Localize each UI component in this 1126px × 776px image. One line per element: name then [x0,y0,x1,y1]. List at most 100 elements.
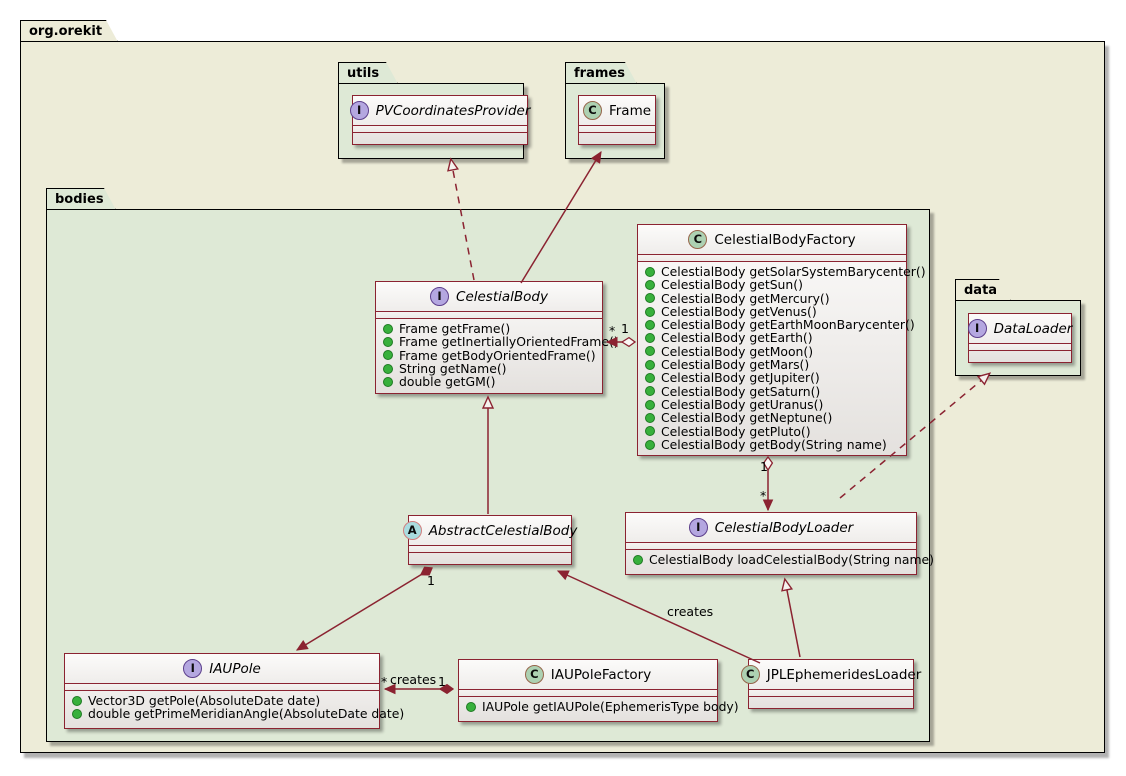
class-separator [459,690,717,697]
class-members-abstractcelestialbody [409,553,571,559]
member-row: CelestialBody getMoon() [638,343,906,359]
class-header-celestialbodyfactory: C CelestialBodyFactory [638,225,906,255]
member-row: CelestialBody getPluto() [638,423,906,439]
member-row: IAUPole getIAUPole(EphemerisType body) [459,700,739,713]
class-box-iaupolefactory[interactable]: C IAUPoleFactory IAUPole getIAUPole(Ephe… [458,659,739,722]
class-header-jplephemeridesloader: C JPLEphemeridesLoader [740,660,921,690]
member-row: Frame getFrame() [376,322,602,335]
member-label: CelestialBody getMoon() [661,343,814,359]
member-label: Frame getFrame() [399,321,511,336]
class-box-celestialbodyloader[interactable]: I CelestialBodyLoader CelestialBody load… [625,512,934,575]
class-members-pvcoordinatesprovider [353,133,527,139]
member-row: CelestialBody loadCelestialBody(String n… [626,553,934,566]
member-label: String getName() [399,360,507,376]
public-visibility-icon [383,376,393,387]
class-header-iaupolefactory: C IAUPoleFactory [459,660,717,690]
class-members-celestialbodyfactory: CelestialBody getSolarSystemBarycenter()… [638,262,926,455]
package-label-frames: frames [574,66,625,81]
member-row: CelestialBody getSaturn() [638,383,906,399]
package-tab-bodies: bodies [46,188,116,210]
interface-icon: I [349,101,369,120]
class-name-jplephemeridesloader: JPLEphemeridesLoader [766,666,922,683]
member-label: Vector3D getPole(AbsoluteDate date) [88,693,321,708]
class-name-celestialbody: CelestialBody [456,288,548,305]
class-header-celestialbody: I CelestialBody [376,282,602,312]
class-header-abstractcelestialbody: A AbstractCelestialBody [402,516,577,546]
package-label-utils: utils [347,66,380,81]
class-icon: C [524,665,544,684]
class-box-iaupole[interactable]: I IAUPole Vector3D getPole(AbsoluteDate … [64,653,404,729]
edge-label-creates-jpl: creates [667,604,714,619]
class-icon: C [582,101,602,120]
member-row: CelestialBody getVenus() [638,305,906,318]
class-box-celestialbody[interactable]: I CelestialBody Frame getFrame() Frame g… [375,281,619,394]
public-visibility-icon [72,695,82,706]
member-row: CelestialBody getEarthMoonBarycenter() [638,318,915,331]
public-visibility-icon [645,346,655,357]
public-visibility-icon [645,319,655,330]
member-label: IAUPole getIAUPole(EphemerisType body) [482,699,739,714]
class-members-iaupolefactory: IAUPole getIAUPole(EphemerisType body) [459,697,739,717]
member-row: CelestialBody getJupiter() [638,370,906,386]
multiplicity-iaupolefactory-one: 1 [438,674,446,689]
multiplicity-abstract-iaupole-one: 1 [427,573,435,588]
class-separator [376,312,602,319]
public-visibility-icon [645,439,655,450]
member-row: CelestialBody getEarth() [638,331,906,345]
multiplicity-factory-loader-star: * [760,488,767,503]
member-row: CelestialBody getMercury() [638,291,906,305]
class-box-jplephemeridesloader[interactable]: C JPLEphemeridesLoader [740,659,921,709]
class-box-celestialbodyfactory[interactable]: C CelestialBodyFactory CelestialBody get… [637,224,926,456]
class-separator [409,546,571,553]
member-label: CelestialBody getBody(String name) [661,436,887,452]
class-name-celestialbodyloader: CelestialBodyLoader [714,519,854,536]
member-label: CelestialBody getPluto() [661,423,811,439]
public-visibility-icon [645,386,655,397]
class-box-frame[interactable]: C Frame [578,95,656,145]
public-visibility-icon [383,350,393,361]
member-label: CelestialBody getJupiter() [661,370,820,386]
interface-icon: I [967,319,987,338]
member-row: Frame getInertiallyOrientedFrame() [376,335,619,349]
class-members-frame [579,133,655,139]
multiplicity-celestialbody-star: * [609,323,616,338]
member-row: double getGM() [376,375,602,388]
public-visibility-icon [383,363,393,374]
member-label: CelestialBody getSun() [661,277,803,293]
class-members-jplephemeridesloader [749,697,913,703]
class-box-pvcoordinatesprovider[interactable]: I PVCoordinatesProvider [349,95,530,145]
class-name-iaupolefactory: IAUPoleFactory [550,666,652,683]
class-box-abstractcelestialbody[interactable]: A AbstractCelestialBody [402,515,577,565]
member-label: CelestialBody getSaturn() [661,383,821,399]
member-label: CelestialBody getVenus() [661,303,817,319]
member-row: String getName() [376,362,602,375]
class-separator [626,543,916,550]
class-name-abstractcelestialbody: AbstractCelestialBody [428,522,578,539]
public-visibility-icon [645,266,655,277]
member-label: CelestialBody getUranus() [661,396,824,412]
public-visibility-icon [645,306,655,317]
class-separator [749,690,913,697]
public-visibility-icon [645,426,655,437]
class-members-celestialbody: Frame getFrame() Frame getInertiallyOrie… [376,319,619,392]
edge-label-creates-iaupole: creates [390,672,437,687]
multiplicity-factory-loader-one: 1 [760,459,768,474]
member-row: CelestialBody getSun() [638,277,906,293]
public-visibility-icon [383,323,393,334]
class-name-celestialbodyfactory: CelestialBodyFactory [714,231,856,248]
abstract-class-icon: A [402,521,422,540]
member-label: CelestialBody getMars() [661,357,810,373]
class-header-frame: C Frame [579,96,655,126]
package-label-data: data [964,283,998,298]
package-tab-frames: frames [565,62,637,84]
class-box-dataloader[interactable]: I DataLoader [967,313,1072,363]
member-row: CelestialBody getBody(String name) [638,438,906,451]
interface-icon: I [688,518,708,537]
public-visibility-icon [645,359,655,370]
class-header-pvcoordinatesprovider: I PVCoordinatesProvider [349,96,530,126]
package-tab-org-orekit: org.orekit [20,20,118,42]
public-visibility-icon [645,293,655,304]
public-visibility-icon [466,701,476,712]
member-label: double getGM() [399,374,496,390]
